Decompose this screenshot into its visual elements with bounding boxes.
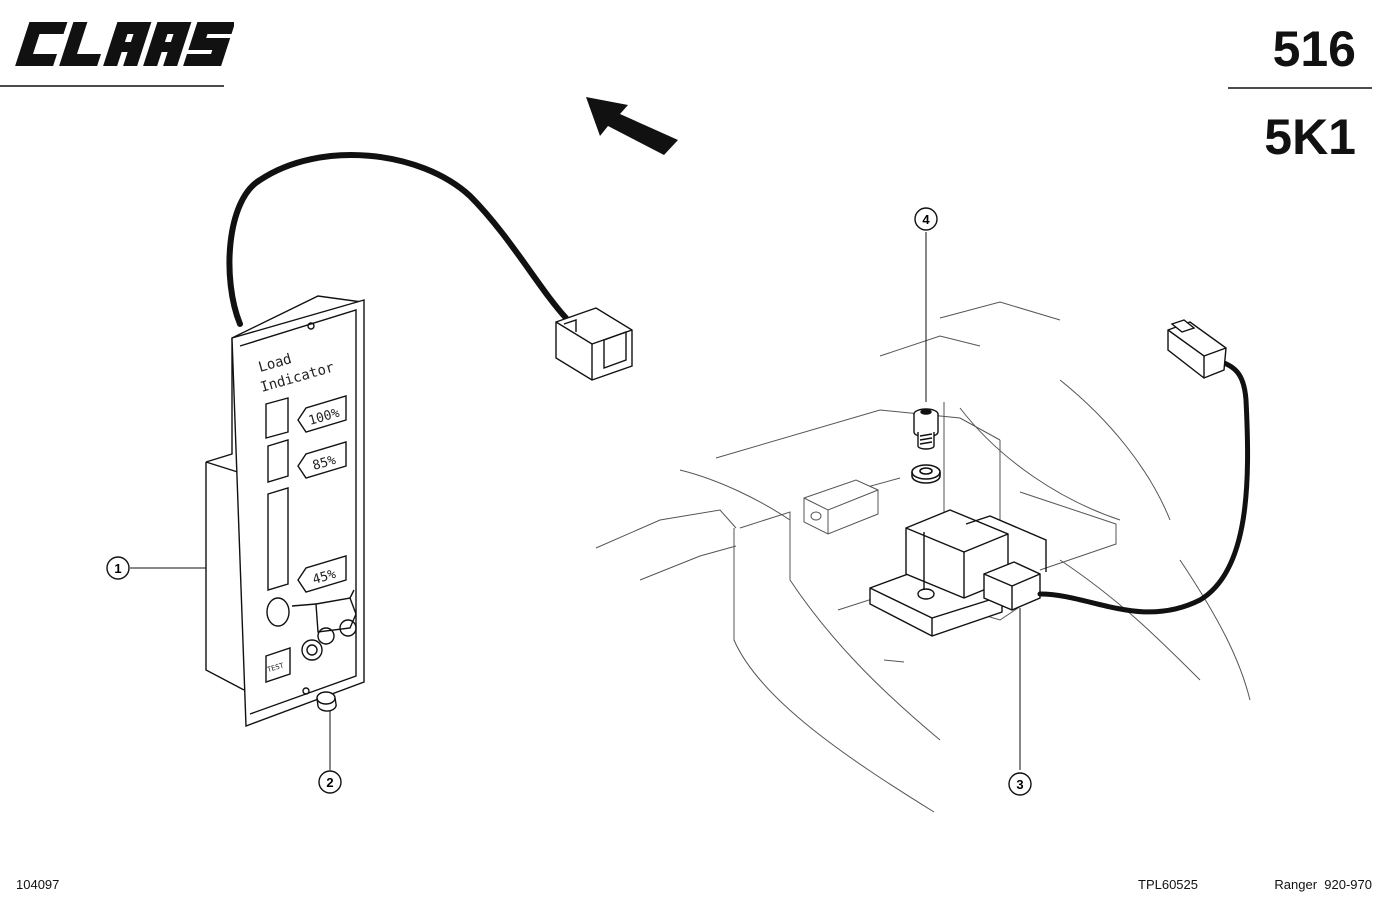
svg-text:3: 3 (1016, 777, 1023, 792)
spring-washer (911, 464, 941, 484)
group-code: 5K1 (1264, 109, 1356, 165)
sensor-cable (1037, 357, 1251, 615)
plate-id: TPL60525 (1138, 877, 1198, 892)
direction-arrow (586, 97, 678, 155)
load-indicator-panel (205, 295, 365, 727)
drawing-id: 104097 (16, 877, 60, 892)
panel-connector (555, 307, 633, 381)
sensor-cable-connector (1167, 319, 1227, 379)
cap-screw (913, 408, 939, 450)
chassis-frame (595, 301, 1251, 813)
level-label-mid: 85% (311, 453, 338, 474)
svg-text:4: 4 (922, 212, 930, 227)
svg-text:1: 1 (114, 561, 121, 576)
callout-3: 3 (1008, 772, 1032, 796)
callout-1: 1 (106, 556, 130, 580)
callout-leaders (130, 232, 1021, 770)
svg-text:2: 2 (326, 775, 333, 790)
model-range: Ranger 920-970 (1274, 877, 1372, 892)
claas-logo (15, 22, 234, 66)
load-sensor (869, 509, 1047, 637)
panel-cable (226, 152, 569, 327)
level-label-low: 45% (311, 567, 338, 588)
page-number: 516 (1272, 21, 1356, 77)
callout-2: 2 (318, 770, 342, 794)
callout-4: 4 (914, 207, 938, 231)
